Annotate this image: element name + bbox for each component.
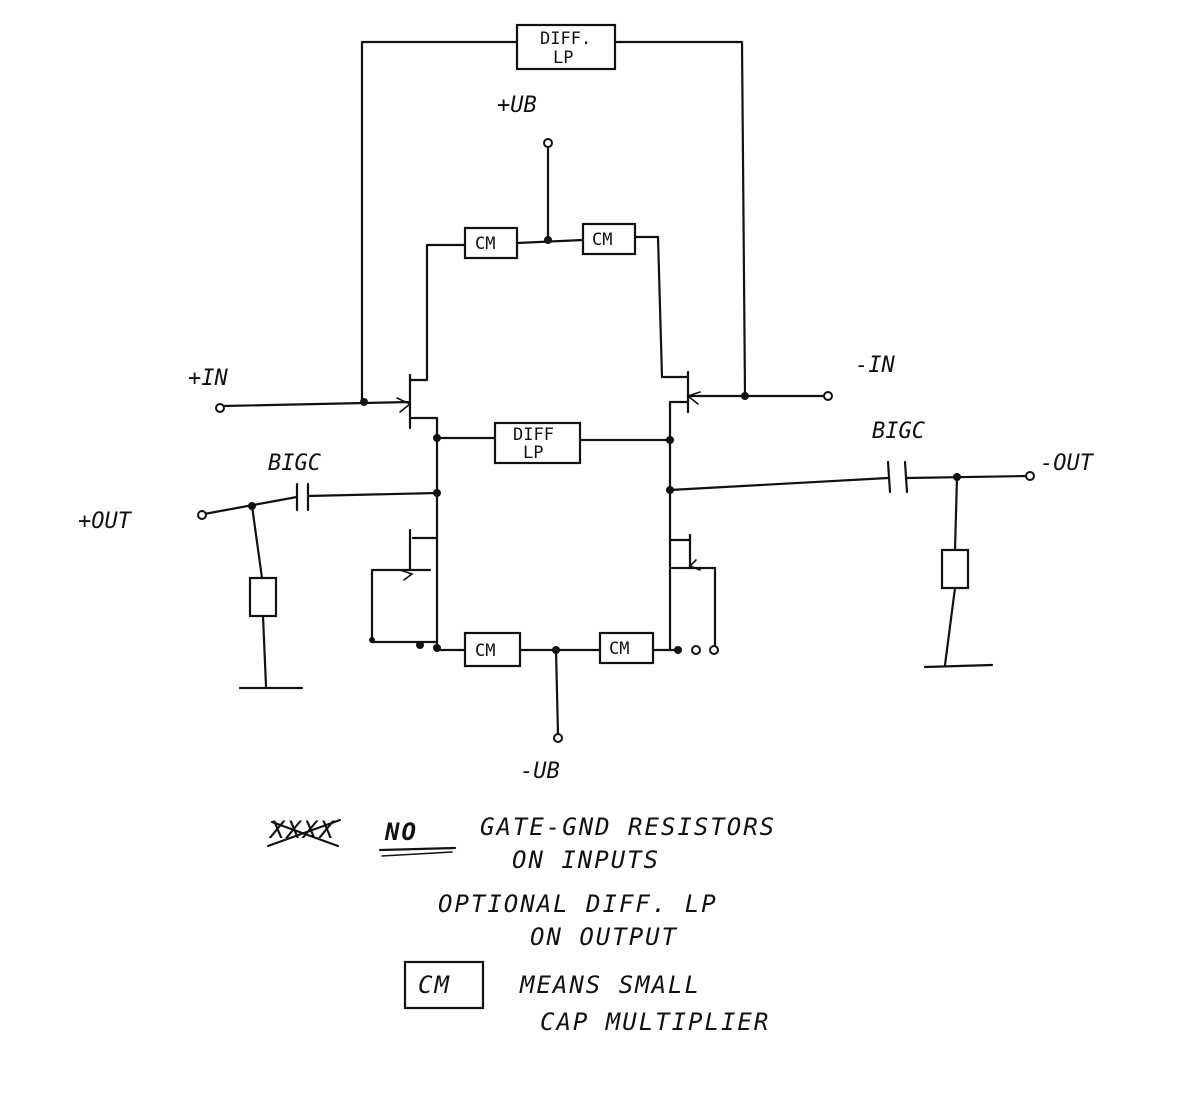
cm-bottom-left-label: CM: [475, 641, 495, 661]
mid-diff-lp: DIFF LP: [433, 421, 674, 465]
note-line-6: CAP MULTIPLIER: [540, 1008, 770, 1036]
top-diff-lp-loop: DIFF. LP: [360, 23, 747, 402]
plus-in-terminal: [215, 403, 225, 413]
cm-top-right-label: CM: [592, 230, 612, 250]
struck-word: XXXX: [268, 816, 336, 844]
minus-out-terminal: [1025, 471, 1035, 481]
right-load-resistor: [940, 548, 970, 590]
plus-ub-supply: +UB: [497, 93, 553, 242]
plus-in-label: +IN: [188, 366, 228, 391]
left-load-resistor: [248, 576, 278, 618]
cm-top-left-label: CM: [475, 234, 495, 254]
left-output-stage: BIGC +OUT: [78, 436, 441, 690]
note-no: NO: [384, 818, 418, 846]
right-output-stage: BIGC -OUT: [666, 419, 1095, 669]
legend-cm-box: [403, 960, 485, 1010]
minus-out-label: -OUT: [1040, 451, 1095, 476]
note-line-2: ON INPUTS: [512, 846, 660, 874]
plus-ub-terminal: [543, 138, 553, 148]
plus-out-label: +OUT: [78, 509, 133, 534]
note-line-3: OPTIONAL DIFF. LP: [438, 890, 718, 918]
diff-lp-mid-label-1: DIFF: [513, 425, 554, 445]
cm-top-right: [581, 222, 637, 256]
plus-out-terminal: [197, 510, 207, 520]
bottom-cm-pair: CM CM -UB: [435, 631, 680, 784]
diff-lp-mid-block: [493, 421, 582, 465]
note-line-4: ON OUTPUT: [530, 923, 678, 951]
cm-bottom-left: [463, 631, 522, 668]
diff-lp-top-block: [515, 23, 617, 71]
right-input-transistor: -IN: [660, 353, 895, 440]
bigc-left-label: BIGC: [268, 451, 322, 476]
minus-ub-label: -UB: [520, 759, 560, 784]
bigc-right-label: BIGC: [872, 419, 926, 444]
cm-top-left: [463, 226, 519, 260]
diff-lp-mid-label-2: LP: [523, 443, 543, 463]
minus-ub-terminal: [553, 733, 563, 743]
note-line-1: GATE-GND RESISTORS: [480, 813, 776, 841]
top-cm-pair: CM CM: [425, 222, 664, 382]
plus-ub-label: +UB: [497, 93, 537, 118]
cm-bottom-right: [598, 631, 655, 665]
minus-in-terminal: [823, 391, 833, 401]
left-input-transistor: +IN: [188, 366, 439, 440]
note-line-5: MEANS SMALL: [519, 971, 701, 999]
minus-in-label: -IN: [855, 353, 895, 378]
legend-cm-label: CM: [418, 971, 451, 999]
design-notes: XXXX NO GATE-GND RESISTORS ON INPUTS OPT…: [266, 813, 776, 1036]
cm-bottom-right-label: CM: [609, 639, 629, 659]
diff-lp-top-label-1: DIFF.: [540, 29, 591, 49]
diff-lp-top-label-2: LP: [553, 48, 573, 68]
